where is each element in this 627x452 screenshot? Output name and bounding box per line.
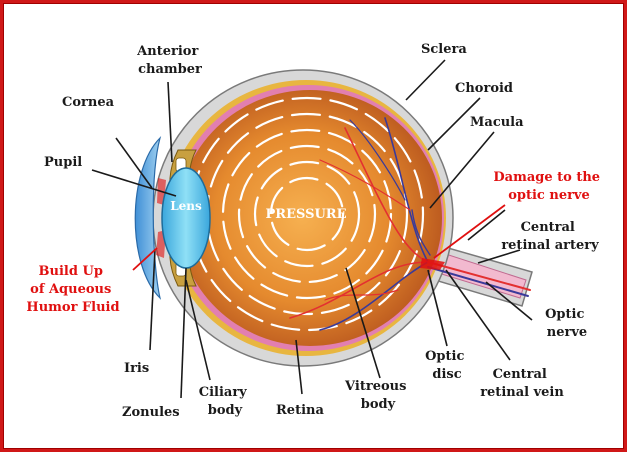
sclera-label: Sclera: [421, 42, 467, 57]
zonules-label: Zonules: [122, 405, 180, 420]
pressure-label: PRESSURE: [265, 207, 346, 222]
lens-shape: [162, 168, 210, 268]
ciliary-body-label: Ciliary body: [199, 385, 252, 418]
retina-label: Retina: [276, 403, 324, 418]
pupil-label: Pupil: [44, 155, 82, 170]
anterior-chamber-label: Anterior chamber: [136, 44, 203, 77]
vitreous-body-label: Vitreous body: [344, 379, 411, 412]
choroid-label: Choroid: [455, 81, 513, 96]
optic-nerve-label: Optic nerve: [545, 307, 589, 340]
cornea-label: Cornea: [62, 95, 115, 110]
build-up-label: Build Up of Aqueous Humor Fluid: [26, 264, 119, 315]
damage-label: Damage to the optic nerve: [493, 170, 604, 203]
central-retinal-vein-label: Central retinal vein: [480, 367, 564, 400]
iris-label: Iris: [124, 361, 149, 376]
lens-label: Lens: [170, 199, 202, 213]
central-retinal-artery-label: Central retinal artery: [501, 220, 599, 253]
macula-label: Macula: [470, 115, 524, 130]
optic-disc-label: Optic disc: [425, 349, 469, 382]
